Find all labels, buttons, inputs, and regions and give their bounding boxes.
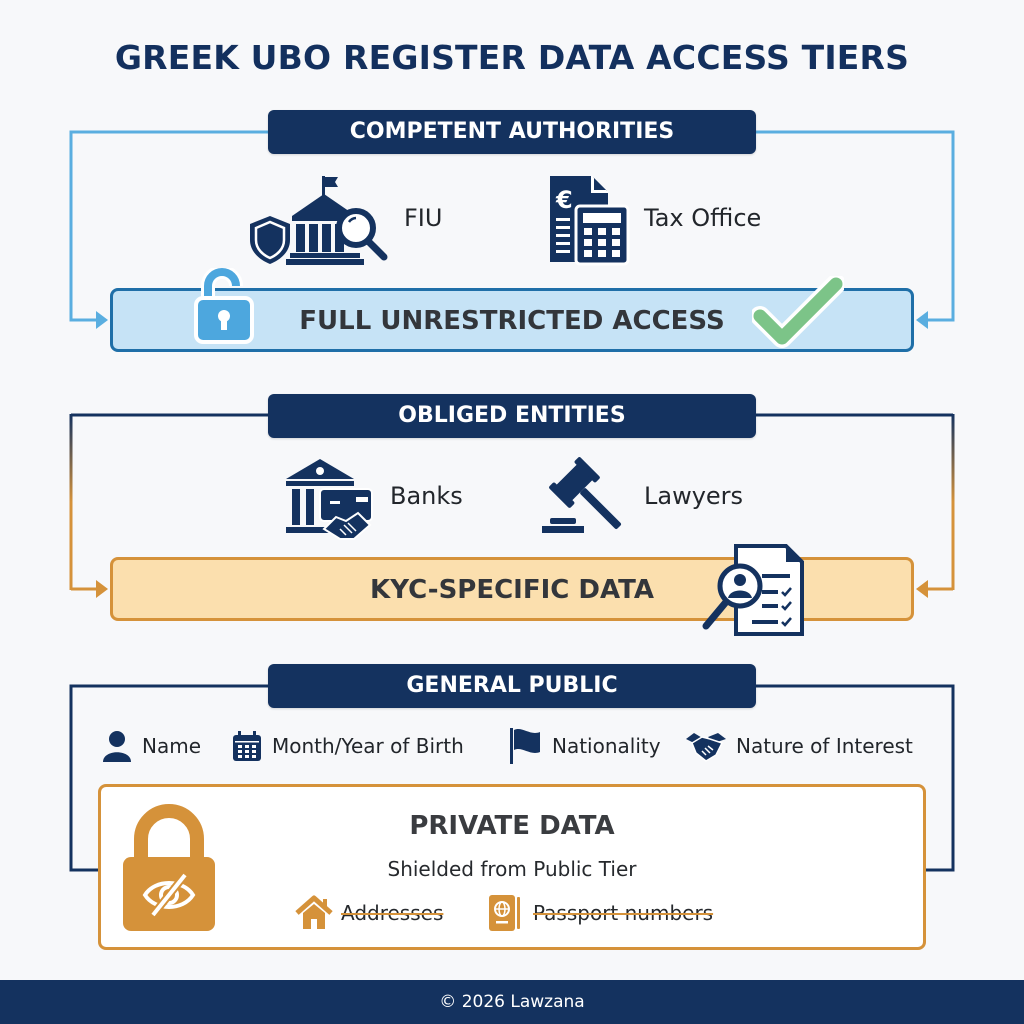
padlock-eye-slash-icon (123, 804, 215, 931)
house-icon (295, 895, 333, 929)
full-access-label: FULL UNRESTRICTED ACCESS (299, 306, 725, 336)
entity-label-tax-office: Tax Office (644, 204, 762, 232)
tier-header-obliged-entities: OBLIGED ENTITIES (268, 394, 756, 438)
footer-copyright: © 2026 Lawzana (0, 980, 1024, 1024)
open-padlock-icon (194, 268, 254, 344)
public-item-birth: Month/Year of Birth (230, 728, 464, 764)
document-search-person-icon (702, 544, 804, 636)
gavel-icon (542, 457, 622, 533)
public-item-name: Name (100, 728, 201, 764)
flag-icon (510, 728, 540, 764)
private-data-title: PRIVATE DATA (409, 811, 615, 841)
tier3-connector (69, 684, 955, 872)
euro-document-calculator-icon: € (550, 176, 630, 266)
page-title: GREEK UBO REGISTER DATA ACCESS TIERS (114, 38, 910, 77)
entity-label-banks: Banks (390, 482, 463, 510)
handshake-icon (686, 733, 726, 762)
government-building-shield-magnifier-icon (250, 176, 388, 265)
tier-header-general-public: GENERAL PUBLIC (268, 664, 756, 708)
kyc-data-label: KYC-SPECIFIC DATA (370, 575, 654, 605)
public-item-nationality: Nationality (508, 728, 661, 764)
passport-icon (489, 895, 520, 931)
private-data-box: PRIVATE DATA Shielded from Public Tier A… (98, 784, 926, 950)
private-item-addresses: Addresses (295, 895, 443, 931)
entity-label-lawyers: Lawyers (644, 482, 744, 510)
public-item-nature-of-interest: Nature of Interest (684, 728, 913, 764)
tier-header-competent-authorities: COMPETENT AUTHORITIES (268, 110, 756, 154)
bank-card-handshake-icon (286, 459, 373, 540)
private-item-passport: Passport numbers (487, 893, 713, 933)
person-icon (103, 731, 131, 762)
svg-text:€: € (555, 186, 573, 214)
private-data-subtitle: Shielded from Public Tier (387, 857, 637, 881)
tier2-connector (69, 413, 955, 598)
calendar-icon (233, 731, 261, 761)
entity-label-fiu: FIU (404, 204, 443, 232)
tier1-connector (69, 130, 955, 329)
checkmark-icon (752, 276, 844, 348)
